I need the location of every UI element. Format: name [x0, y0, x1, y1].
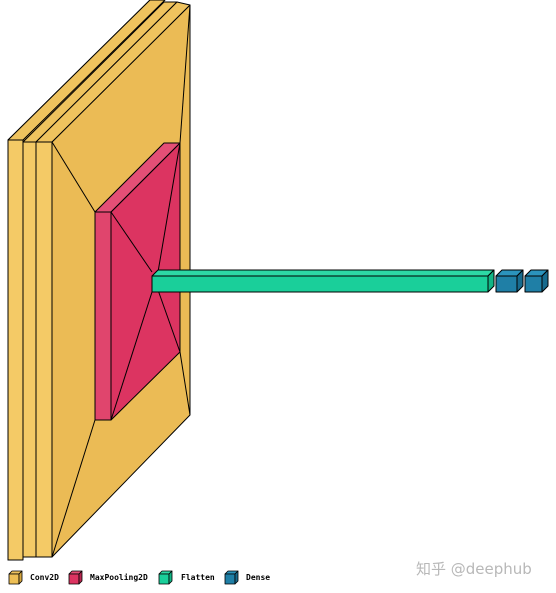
legend-label-flatten: Flatten: [181, 573, 215, 582]
funnel-line-top-left: [51, 141, 96, 213]
dense-layer-1: [495, 269, 524, 293]
legend-item-dense: Dense: [224, 570, 270, 585]
legend-item-flatten: Flatten: [158, 570, 215, 585]
dense-layer-1-front: [495, 275, 518, 293]
conv2d-layer-2-front: [22, 141, 37, 558]
funnel-line-bottom-left: [51, 419, 96, 558]
dense-layer-2-front: [524, 275, 543, 293]
maxpooling2d-layer: [94, 142, 181, 421]
legend-swatch-maxpooling2d: [68, 573, 80, 585]
legend-label-maxpooling2d: MaxPooling2D: [90, 572, 148, 582]
funnel-line-bottom-right: [179, 351, 191, 416]
legend: Conv2D MaxPooling2D Flatten Dense: [8, 570, 270, 585]
flatten-layer-top: [151, 269, 495, 277]
legend-swatch-conv2d: [8, 573, 20, 585]
legend-swatch-dense-side: [234, 570, 239, 585]
dense-layer-1-side: [516, 269, 524, 293]
legend-swatch-flatten-side: [168, 570, 173, 585]
maxpooling2d-layer-front: [94, 211, 112, 421]
flatten-layer-front: [151, 275, 489, 293]
funnel-line-pool-4: [157, 289, 181, 353]
flatten-layer: [151, 269, 495, 293]
conv2d-layer-1-front: [7, 139, 24, 561]
legend-label-dense: Dense: [246, 573, 270, 582]
flatten-layer-side: [487, 269, 495, 293]
watermark: 知乎 @deephub: [416, 560, 532, 578]
funnel-line-pool-1: [110, 211, 153, 273]
legend-label-conv2d: Conv2D: [30, 573, 59, 582]
funnel-line-pool-2: [157, 142, 181, 273]
legend-item-conv2d: Conv2D: [8, 570, 59, 585]
layer-stack: [7, 0, 549, 561]
legend-swatch-dense: [224, 573, 236, 585]
dense-layer-2-side: [541, 269, 549, 293]
funnel-line-top-right: [179, 4, 191, 144]
funnel-line-pool-3: [110, 291, 153, 421]
legend-swatch-flatten: [158, 573, 170, 585]
dense-layer-2: [524, 269, 549, 293]
legend-swatch-conv2d-side: [18, 570, 23, 585]
legend-swatch-maxpooling2d-side: [78, 570, 83, 585]
conv2d-layer-3-front: [35, 141, 53, 558]
legend-item-maxpooling2d: MaxPooling2D: [68, 570, 148, 585]
